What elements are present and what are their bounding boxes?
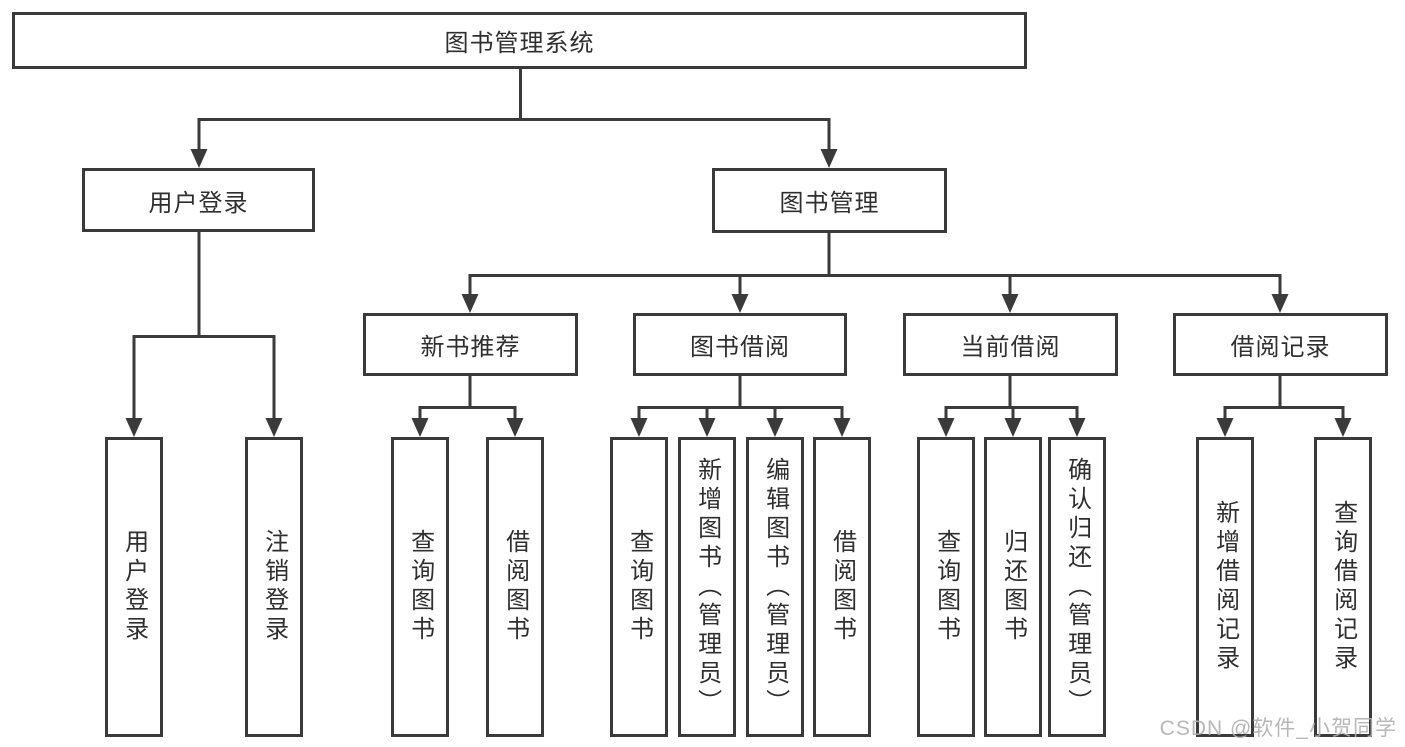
leaf-borrow-books-2: 借阅图书 — [813, 437, 871, 737]
leaf-query-borrow-record: 查询借阅记录 — [1314, 437, 1372, 737]
leaf-query-books-2: 查询图书 — [610, 437, 668, 737]
leaf-confirm-return-admin: 确认归还（管理员） — [1048, 437, 1106, 737]
node-label: 新书推荐 — [420, 334, 521, 361]
leaf-label: 归还图书 — [999, 529, 1027, 645]
node-book-management: 图书管理 — [712, 168, 947, 233]
node-current-borrowing: 当前借阅 — [903, 313, 1118, 376]
leaf-add-borrow-record: 新增借阅记录 — [1196, 437, 1254, 737]
leaf-label: 确认归还（管理员） — [1063, 456, 1091, 718]
node-library-management-system: 图书管理系统 — [12, 12, 1027, 69]
csdn-watermark: CSDN @软件_小贺同学 — [1159, 717, 1397, 740]
leaf-label: 借阅图书 — [501, 529, 529, 645]
node-borrowing-records: 借阅记录 — [1173, 313, 1388, 376]
leaf-label: 用户登录 — [120, 529, 148, 645]
leaf-return-books: 归还图书 — [984, 437, 1042, 737]
leaf-label: 查询图书 — [932, 529, 960, 645]
leaf-user-login: 用户登录 — [105, 437, 163, 737]
node-label: 用户登录 — [148, 189, 249, 217]
leaf-query-books-1: 查询图书 — [391, 437, 449, 737]
node-book-borrowing: 图书借阅 — [633, 313, 847, 376]
leaf-label: 新增图书（管理员） — [693, 456, 721, 718]
leaf-label: 借阅图书 — [828, 529, 856, 645]
leaf-borrow-books-1: 借阅图书 — [486, 437, 544, 737]
leaf-query-books-3: 查询图书 — [917, 437, 975, 737]
leaf-label: 注销登录 — [260, 529, 288, 645]
leaf-logout: 注销登录 — [245, 437, 303, 737]
node-label: 图书借阅 — [690, 334, 790, 361]
node-label: 图书管理系统 — [444, 30, 595, 57]
leaf-label: 查询图书 — [406, 529, 434, 645]
leaf-label: 查询图书 — [625, 529, 653, 645]
node-label: 借阅记录 — [1230, 334, 1331, 361]
node-label: 当前借阅 — [960, 334, 1061, 361]
leaf-add-books-admin: 新增图书（管理员） — [678, 437, 736, 737]
leaf-edit-books-admin: 编辑图书（管理员） — [746, 437, 804, 737]
node-label: 图书管理 — [779, 190, 880, 217]
leaf-label: 编辑图书（管理员） — [761, 456, 789, 718]
leaf-label: 查询借阅记录 — [1329, 500, 1357, 674]
node-new-book-recommendation: 新书推荐 — [363, 313, 578, 376]
leaf-label: 新增借阅记录 — [1211, 500, 1239, 674]
node-user-login: 用户登录 — [82, 168, 315, 232]
